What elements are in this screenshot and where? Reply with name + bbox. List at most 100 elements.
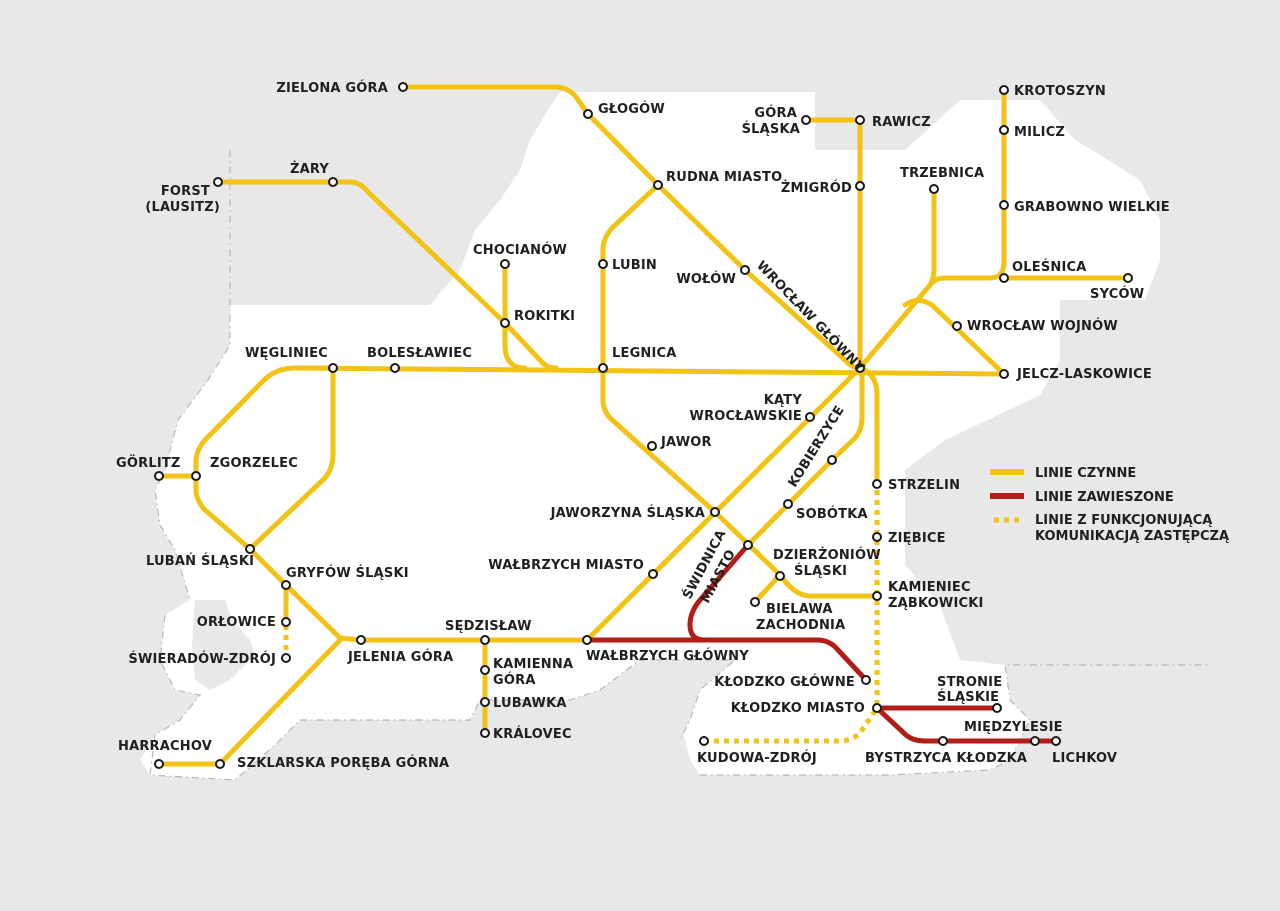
station-bystrzyca-klodzka[interactable] (938, 736, 948, 746)
station-swieradow-zdroj[interactable] (281, 653, 291, 663)
station-sedzislaw[interactable] (480, 635, 490, 645)
station-milicz[interactable] (999, 125, 1009, 135)
region-cutout-klodzko (600, 660, 735, 740)
label-jelenia-gora: JELENIA GÓRA (347, 649, 453, 665)
station-boleslawiec[interactable] (390, 363, 400, 373)
station-glogow[interactable] (583, 109, 593, 119)
station-strzelin[interactable] (872, 479, 882, 489)
station-zielona-gora[interactable] (398, 82, 408, 92)
label-wegliniec: WĘGLINIEC (245, 346, 328, 361)
replacement-lines (283, 490, 880, 744)
label-forst-2: (LAUSITZ) (145, 200, 220, 215)
label-dzierzoniow-1: DZIERŻONIÓW (773, 547, 881, 563)
station-chocianow[interactable] (500, 259, 510, 269)
station-szklarska-poreba-gorna[interactable] (215, 759, 225, 769)
station-jelenia-gora[interactable] (356, 635, 366, 645)
station-krotoszyn[interactable] (999, 85, 1009, 95)
suspended-lines (584, 542, 1059, 744)
station-kamieniec-zabkowicki[interactable] (872, 591, 882, 601)
station-ziebice[interactable] (872, 532, 882, 542)
label-chocianow: CHOCIANÓW (473, 242, 567, 258)
station-wroclaw-wojnow[interactable] (952, 321, 962, 331)
label-harrachov: HARRACHOV (118, 739, 212, 754)
station-rokitki[interactable] (500, 318, 510, 328)
station-legnica[interactable] (598, 363, 608, 373)
label-kamienna-gora-2: GÓRA (493, 672, 536, 688)
station-labels: ZIELONA GÓRA GŁOGÓW GÓRA ŚLĄSKA RAWICZ K… (116, 80, 1170, 771)
label-gora-slaska-2: ŚLĄSKA (742, 121, 800, 137)
station-lubawka[interactable] (480, 697, 490, 707)
station-katy-wroclawskie[interactable] (805, 412, 815, 422)
label-wolow: WOŁÓW (676, 271, 736, 287)
station-rudna-miasto[interactable] (653, 180, 663, 190)
station-swidnica-miasto[interactable] (743, 540, 753, 550)
station-forst[interactable] (213, 177, 223, 187)
station-gorlitz[interactable] (154, 471, 164, 481)
label-rokitki: ROKITKI (514, 309, 575, 324)
station-luban-slaski[interactable] (245, 544, 255, 554)
region-lower-silesia (140, 92, 1160, 780)
label-gora-slaska-1: GÓRA (754, 105, 797, 121)
label-bystrzyca: BYSTRZYCA KŁODZKA (865, 751, 1027, 766)
station-walbrzych-glowny[interactable] (582, 635, 592, 645)
station-harrachov[interactable] (154, 759, 164, 769)
station-klodzko-miasto[interactable] (872, 703, 882, 713)
station-sobotka[interactable] (783, 499, 793, 509)
station-lubin[interactable] (598, 259, 608, 269)
legend-replacement-label-1: LINIE Z FUNKCJONUJĄCĄ (1035, 513, 1212, 528)
label-katy-2: WROCŁAWSKIE (690, 409, 802, 424)
station-zmigrod[interactable] (855, 181, 865, 191)
region-cutout-top (815, 92, 1040, 150)
station-wegliniec[interactable] (328, 363, 338, 373)
label-grabowno-wielkie: GRABOWNO WIELKIE (1014, 200, 1170, 215)
station-klodzko-glowne[interactable] (861, 675, 871, 685)
station-kudowa-zdroj[interactable] (699, 736, 709, 746)
label-kamieniec-2: ZĄBKOWICKI (888, 596, 984, 611)
station-zary[interactable] (328, 177, 338, 187)
station-wroclaw-glowny[interactable] (855, 363, 865, 373)
label-olesnica: OLEŚNICA (1012, 259, 1087, 275)
station-bielawa-zachodnia[interactable] (750, 597, 760, 607)
station-sycow[interactable] (1123, 273, 1133, 283)
station-jawor[interactable] (647, 441, 657, 451)
label-wroclaw-wojnow: WROCŁAW WOJNÓW (967, 318, 1118, 334)
label-katy-1: KĄTY (764, 393, 803, 408)
station-rawicz[interactable] (855, 115, 865, 125)
station-gora-slaska[interactable] (801, 115, 811, 125)
station-olesnica[interactable] (999, 273, 1009, 283)
station-kamienna-gora[interactable] (480, 665, 490, 675)
legend-active-label: LINIE CZYNNE (1035, 466, 1136, 481)
station-kobierzyce[interactable] (827, 455, 837, 465)
label-kamieniec-1: KAMIENIEC (888, 580, 971, 595)
station-orlowice[interactable] (281, 617, 291, 627)
station-jaworzyna-slaska[interactable] (710, 507, 720, 517)
label-miedzylesie: MIĘDZYLESIE (964, 720, 1063, 735)
label-gorlitz: GÖRLITZ (116, 455, 181, 471)
label-stronie-2: ŚLĄSKIE (937, 689, 999, 705)
station-walbrzych-miasto[interactable] (648, 569, 658, 579)
station-dzierzoniow-slaski[interactable] (775, 571, 785, 581)
station-stronie-slaskie[interactable] (992, 703, 1002, 713)
label-lubin: LUBIN (612, 258, 657, 273)
station-trzebnica[interactable] (929, 184, 939, 194)
label-bielawa-1: BIELAWA (766, 602, 833, 617)
station-jelcz-laskowice[interactable] (999, 369, 1009, 379)
station-kralovec[interactable] (480, 728, 490, 738)
label-swieradow: ŚWIERADÓW-ZDRÓJ (128, 651, 276, 667)
label-rudna-miasto: RUDNA MIASTO (666, 170, 782, 185)
label-boleslawiec: BOLESŁAWIEC (367, 346, 472, 361)
label-strzelin: STRZELIN (888, 478, 960, 493)
station-zgorzelec[interactable] (191, 471, 201, 481)
legend-replacement-label-2: KOMUNIKACJĄ ZASTĘPCZĄ (1035, 529, 1229, 544)
station-lichkov[interactable] (1051, 736, 1061, 746)
label-sycow: SYCÓW (1090, 286, 1144, 302)
label-sobotka: SOBÓTKA (796, 506, 868, 522)
label-lubawka: LUBAWKA (493, 696, 567, 711)
label-zary: ŻARY (290, 161, 329, 177)
label-stronie-1: STRONIE (937, 675, 1002, 690)
station-grabowno-wielkie[interactable] (999, 200, 1009, 210)
station-wolow[interactable] (740, 265, 750, 275)
station-gryfow-slaski[interactable] (281, 580, 291, 590)
station-miedzylesie[interactable] (1030, 736, 1040, 746)
